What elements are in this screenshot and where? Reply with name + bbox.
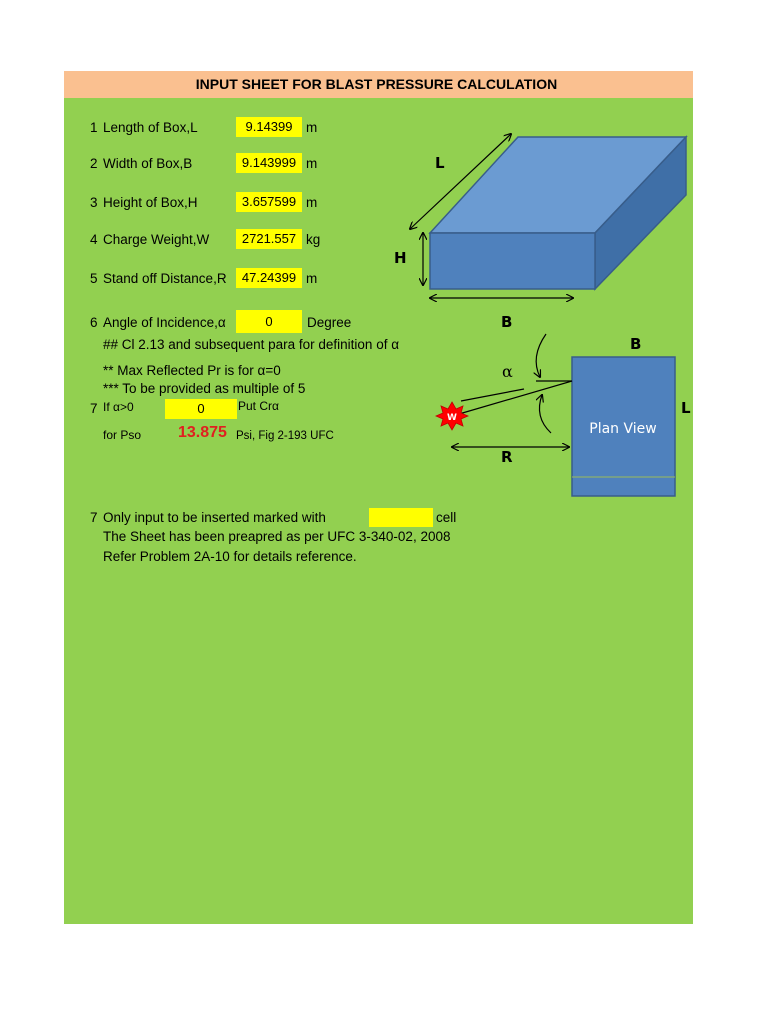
row-3-unit: m [306,195,318,210]
input-sheet: INPUT SHEET FOR BLAST PRESSURE CALCULATI… [64,71,693,924]
sheet-title: INPUT SHEET FOR BLAST PRESSURE CALCULATI… [195,76,558,92]
pso-label: for Pso [103,428,142,442]
plan-label-alpha: α [502,362,513,381]
row-3-number: 3 [90,195,98,210]
cra-row-number: 7 [90,401,98,416]
row-3-label: Height of Box,H [103,195,198,210]
height-input-cell[interactable]: 3.657599 [236,192,302,212]
plan-view-diagram: Plan View B L α R W [434,333,691,497]
note-clause-reference: ## Cl 2.13 and subsequent para for defin… [103,337,400,352]
note-multiple-of-5: *** To be provided as multiple of 5 [103,381,306,396]
sheet-title-bar: INPUT SHEET FOR BLAST PRESSURE CALCULATI… [64,71,693,98]
row-1-label: Length of Box,L [103,120,198,135]
diagrams: L H B Plan View B L α R W [394,71,691,497]
angle-input-cell[interactable]: 0 [236,310,302,333]
note-max-reflected: ** Max Reflected Pr is for α=0 [103,363,281,378]
footer-line-2: The Sheet has been preapred as per UFC 3… [103,529,451,544]
cra-suffix: Put Crα [238,399,279,413]
row-5-number: 5 [90,271,98,286]
box-front-face [429,232,596,290]
footer-number: 7 [90,510,98,525]
plan-label-b: B [630,335,641,353]
box-label-b: B [501,313,512,331]
angle-row-number: 6 [90,315,98,330]
plan-label-r: R [501,448,513,466]
standoff-distance-input-cell[interactable]: 47.24399 [236,268,302,288]
row-4-number: 4 [90,232,98,247]
box-label-h: H [394,249,407,267]
input-legend-swatch [369,508,433,527]
row-1-unit: m [306,120,318,135]
plan-view-box [571,356,676,497]
box-3d-diagram: L H B [394,134,688,331]
length-input-cell[interactable]: 9.14399 [236,117,302,137]
row-2-unit: m [306,156,318,171]
blast-incidence-line [458,380,573,415]
plan-label-l: L [681,399,691,417]
plan-view-label: Plan View [589,421,656,437]
cra-input-cell[interactable]: 0 [165,399,237,419]
box-label-l: L [435,154,445,172]
explosion-label-w: W [447,413,457,423]
pso-result-value: 13.875 [178,424,227,441]
angle-label: Angle of Incidence,α [103,315,226,330]
alpha-arc-lower [539,395,552,434]
charge-weight-input-cell[interactable]: 2721.557 [236,229,302,249]
row-2-number: 2 [90,156,98,171]
alpha-arc-upper [536,333,547,377]
explosion-star-icon: W [434,401,470,431]
footer-line-1: Only input to be inserted marked with [103,510,326,525]
row-4-unit: kg [306,232,321,247]
angle-unit: Degree [307,315,352,330]
length-dimension-arrow [410,134,511,229]
footer-line-1-end: cell [436,510,457,525]
row-5-unit: m [306,271,318,286]
blast-ray-line [460,388,525,402]
row-4-label: Charge Weight,W [103,232,210,247]
cra-condition-label: If α>0 [103,400,134,414]
row-2-label: Width of Box,B [103,156,193,171]
pso-reference: Psi, Fig 2-193 UFC [236,430,334,442]
footer-line-3: Refer Problem 2A-10 for details referenc… [103,549,357,564]
row-1-number: 1 [90,120,98,135]
width-input-cell[interactable]: 9.143999 [236,153,302,173]
row-5-label: Stand off Distance,R [103,271,227,286]
